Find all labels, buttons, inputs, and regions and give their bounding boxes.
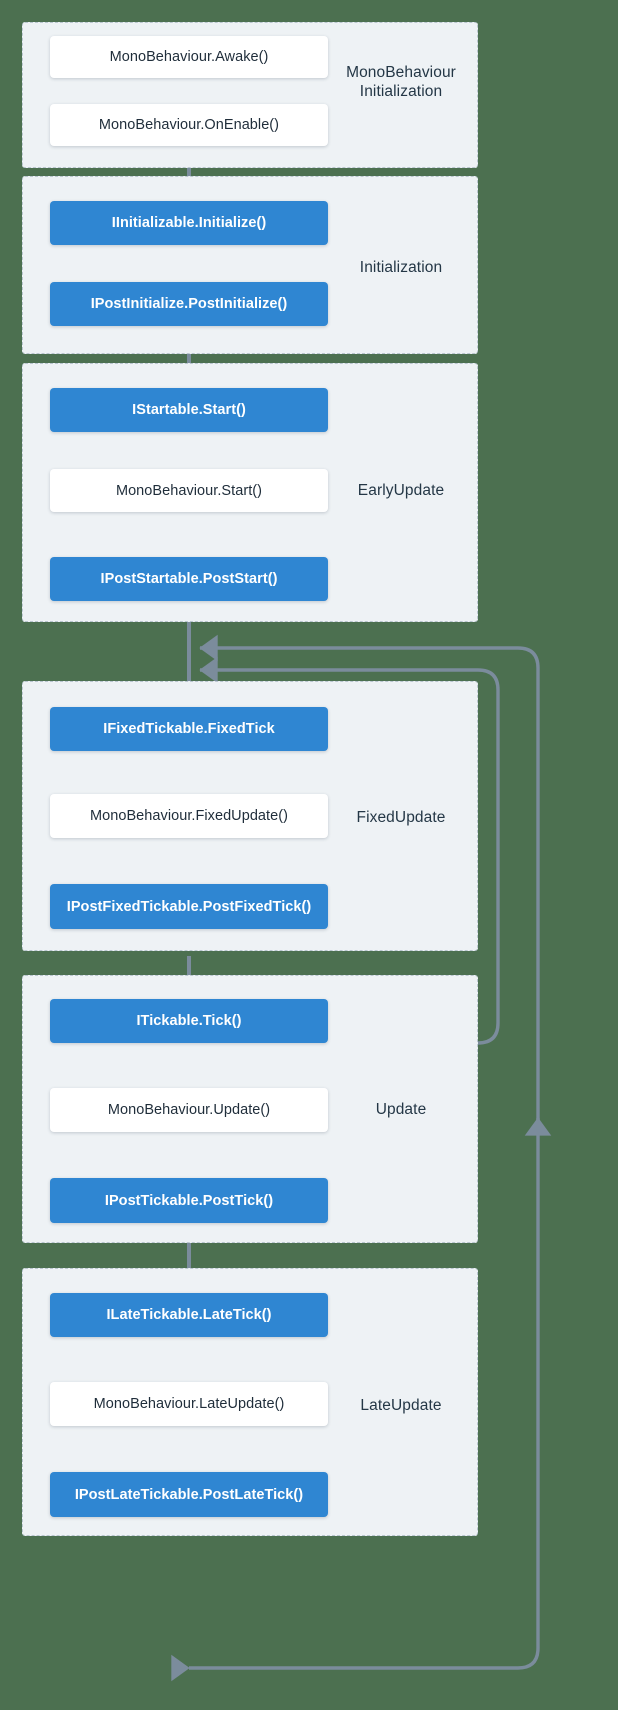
- node-ipoststartable-poststart[interactable]: IPostStartable.PostStart(): [50, 557, 328, 601]
- group-label-initialization: Initialization: [359, 259, 443, 276]
- group-label-update: Update: [375, 1101, 427, 1118]
- node-iinitializable-initialize[interactable]: IInitializable.Initialize(): [50, 201, 328, 245]
- group-label-fixed-update: FixedUpdate: [356, 809, 446, 826]
- node-ilatetickable-latetick[interactable]: ILateTickable.LateTick(): [50, 1293, 328, 1337]
- group-label-monobehaviour-initialization: MonoBehaviour Initialization: [346, 64, 456, 101]
- node-monobehaviour-lateupdate[interactable]: MonoBehaviour.LateUpdate(): [50, 1382, 328, 1426]
- group-label-early-update: EarlyUpdate: [357, 482, 445, 499]
- node-ipostinitialize-postinitialize[interactable]: IPostInitialize.PostInitialize(): [50, 282, 328, 326]
- node-ipostlatetickable-postlatetick[interactable]: IPostLateTickable.PostLateTick(): [50, 1472, 328, 1517]
- node-monobehaviour-awake[interactable]: MonoBehaviour.Awake(): [50, 36, 328, 78]
- node-istartable-start[interactable]: IStartable.Start(): [50, 388, 328, 432]
- node-ifixedtickable-fixedtick[interactable]: IFixedTickable.FixedTick: [50, 707, 328, 751]
- node-iposttickable-posttick[interactable]: IPostTickable.PostTick(): [50, 1178, 328, 1223]
- node-monobehaviour-start[interactable]: MonoBehaviour.Start(): [50, 469, 328, 512]
- node-itickable-tick[interactable]: ITickable.Tick(): [50, 999, 328, 1043]
- node-monobehaviour-fixedupdate[interactable]: MonoBehaviour.FixedUpdate(): [50, 794, 328, 838]
- group-label-late-update: LateUpdate: [360, 1397, 442, 1414]
- node-monobehaviour-onenable[interactable]: MonoBehaviour.OnEnable(): [50, 104, 328, 146]
- node-ipostfixedtickable-postfixedtick[interactable]: IPostFixedTickable.PostFixedTick(): [50, 884, 328, 929]
- node-monobehaviour-update[interactable]: MonoBehaviour.Update(): [50, 1088, 328, 1132]
